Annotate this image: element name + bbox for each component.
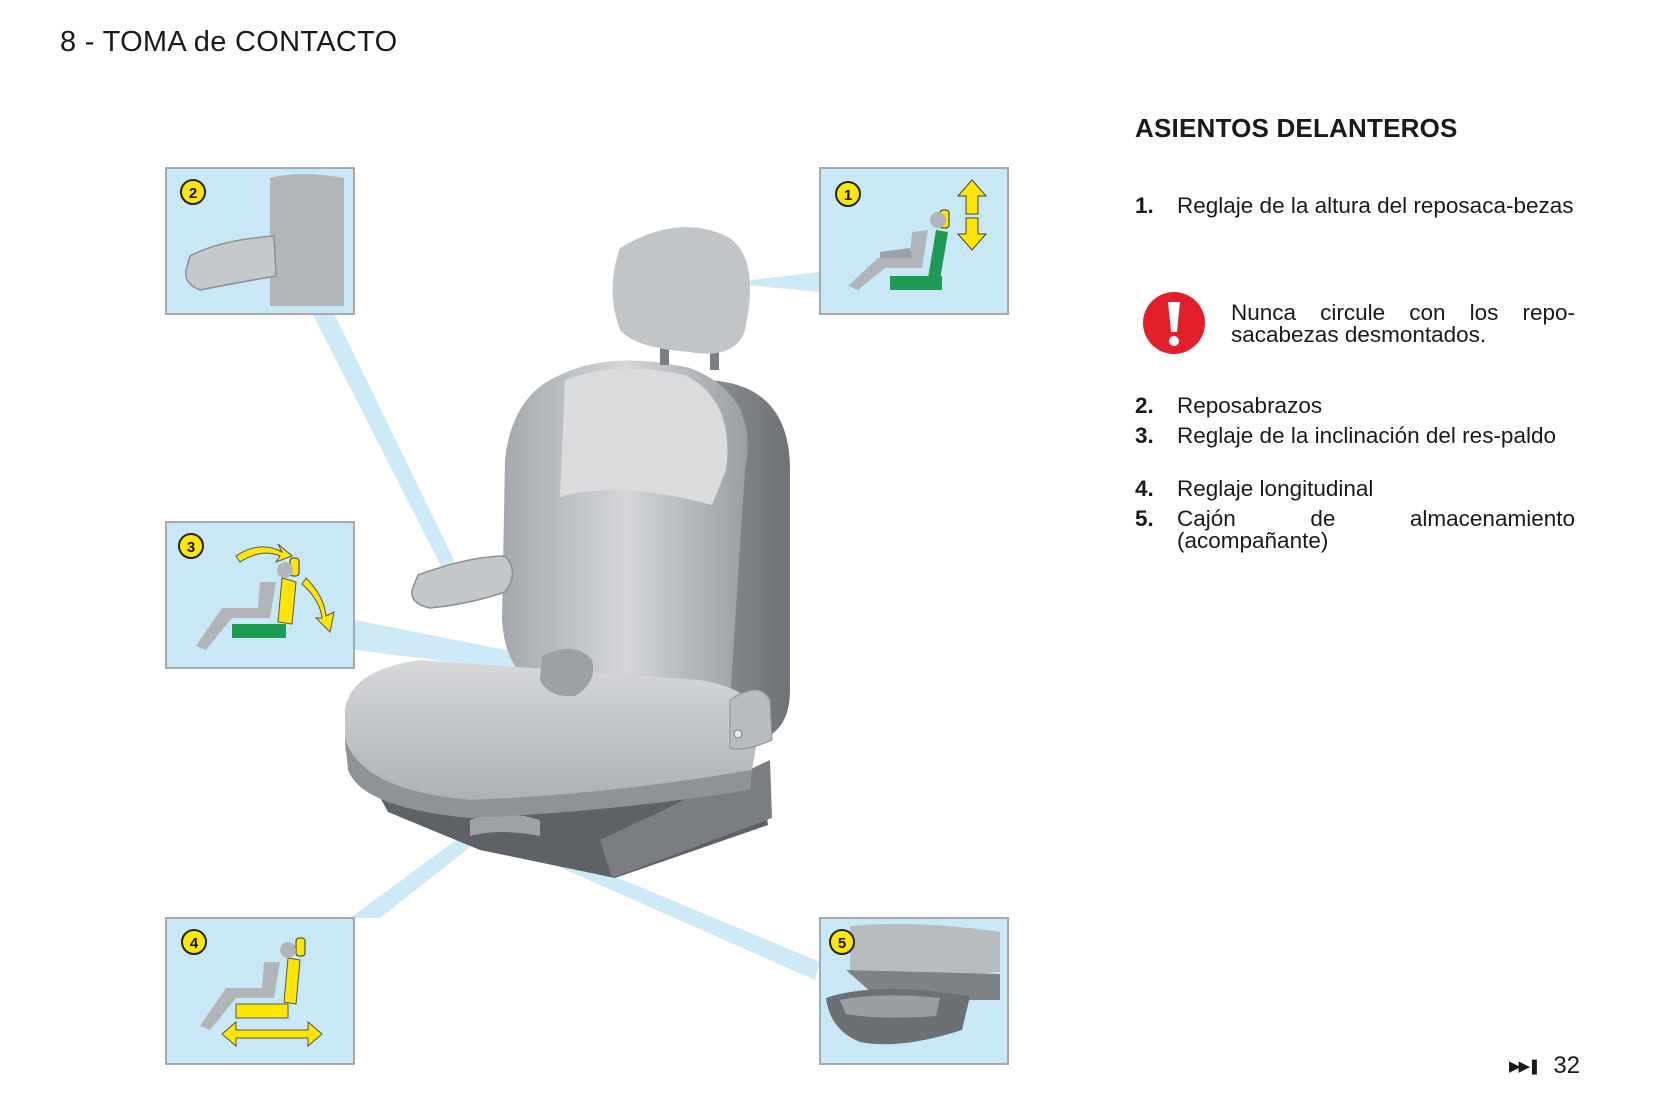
item-number: 3. bbox=[1135, 423, 1154, 448]
callout-2-armrest: 2 bbox=[165, 167, 355, 315]
page-navigation[interactable]: ▶▶❚ 32 bbox=[1509, 1052, 1580, 1080]
item-number: 5. bbox=[1135, 506, 1154, 531]
callout-4-longitudinal: 4 bbox=[165, 917, 355, 1065]
item-text: Reposabrazos bbox=[1177, 393, 1323, 418]
item-text: Reglaje de la inclinación del res-paldo bbox=[1177, 423, 1556, 448]
item-text: Reglaje longitudinal bbox=[1177, 476, 1374, 501]
skip-forward-icon: ▶▶❚ bbox=[1509, 1058, 1541, 1075]
svg-text:5: 5 bbox=[838, 935, 846, 952]
section-title: ASIENTOS DELANTEROS bbox=[1135, 113, 1458, 143]
item-number: 1. bbox=[1135, 193, 1154, 218]
page-header: 8 - TOMA de CONTACTO bbox=[60, 26, 398, 58]
item-text: Reglaje de la altura del reposaca-bezas bbox=[1177, 193, 1574, 218]
page-number: 32 bbox=[1553, 1052, 1581, 1079]
warning-text: Nunca circule con los repo-sacabezas des… bbox=[1231, 300, 1575, 347]
svg-text:3: 3 bbox=[187, 539, 195, 556]
callout-3-recline: 3 bbox=[165, 521, 355, 669]
list-item: 5. Cajón de almacenamiento (acompañante) bbox=[1135, 506, 1575, 553]
list-item: 2. Reposabrazos bbox=[1135, 393, 1575, 418]
list-item: 4. Reglaje longitudinal bbox=[1135, 476, 1575, 501]
callout-1-headrest: 1 bbox=[819, 167, 1009, 315]
svg-text:4: 4 bbox=[190, 935, 199, 952]
list-item: 1. Reglaje de la altura del reposaca-bez… bbox=[1135, 193, 1575, 218]
callout-5-drawer: 5 bbox=[819, 917, 1009, 1065]
svg-text:2: 2 bbox=[189, 185, 197, 202]
item-number: 2. bbox=[1135, 393, 1154, 418]
item-text: Cajón de almacenamiento (acompañante) bbox=[1177, 506, 1575, 553]
svg-text:1: 1 bbox=[844, 187, 852, 204]
item-number: 4. bbox=[1135, 476, 1154, 501]
seat-illustration: 2 1 3 4 bbox=[165, 167, 1009, 1065]
seat-drawing bbox=[345, 227, 790, 878]
exclamation-warning-icon bbox=[1143, 292, 1205, 354]
list-item: 3. Reglaje de la inclinación del res-pal… bbox=[1135, 423, 1575, 448]
